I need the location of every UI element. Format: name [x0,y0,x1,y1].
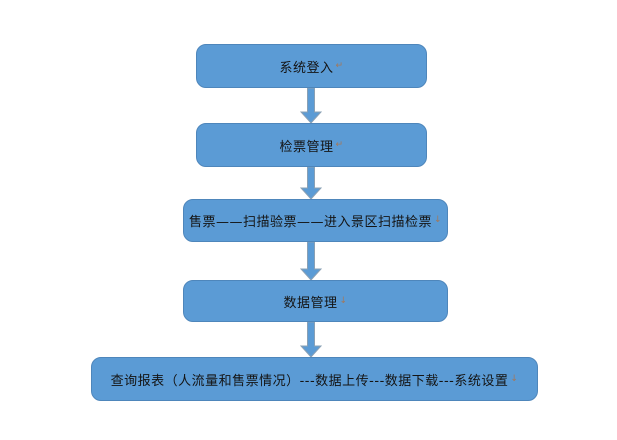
eol-mark: ↓ [433,215,443,225]
eol-mark: ↵ [335,60,344,71]
flow-node-label: 检票管理 [279,139,334,155]
down-arrow-connector-2 [300,167,322,199]
flow-node-ticket-checking: 检票管理↵ [196,123,427,167]
eol-mark: ↓ [339,295,348,306]
flow-node-label: 售票——扫描验票——进入景区扫描检票 [188,215,432,230]
down-arrow-connector-1 [300,88,322,123]
down-arrow-connector-4 [300,322,322,357]
down-arrow-connector-3 [300,242,322,280]
flow-node-data-management: 数据管理↓ [183,280,448,322]
eol-mark: ↓ [510,373,519,384]
flow-node-ticket-flow: 售票——扫描验票——进入景区扫描检票↓ [183,199,448,242]
flow-node-label: 数据管理 [283,295,338,311]
flow-node-label: 查询报表（人流量和售票情况）---数据上传---数据下载---系统设置 [110,373,509,389]
flow-node-system-login: 系统登入↵ [196,44,427,88]
eol-mark: ↵ [335,139,344,150]
flow-node-label: 系统登入 [279,60,334,76]
flow-node-reports-settings: 查询报表（人流量和售票情况）---数据上传---数据下载---系统设置↓ [91,357,538,401]
